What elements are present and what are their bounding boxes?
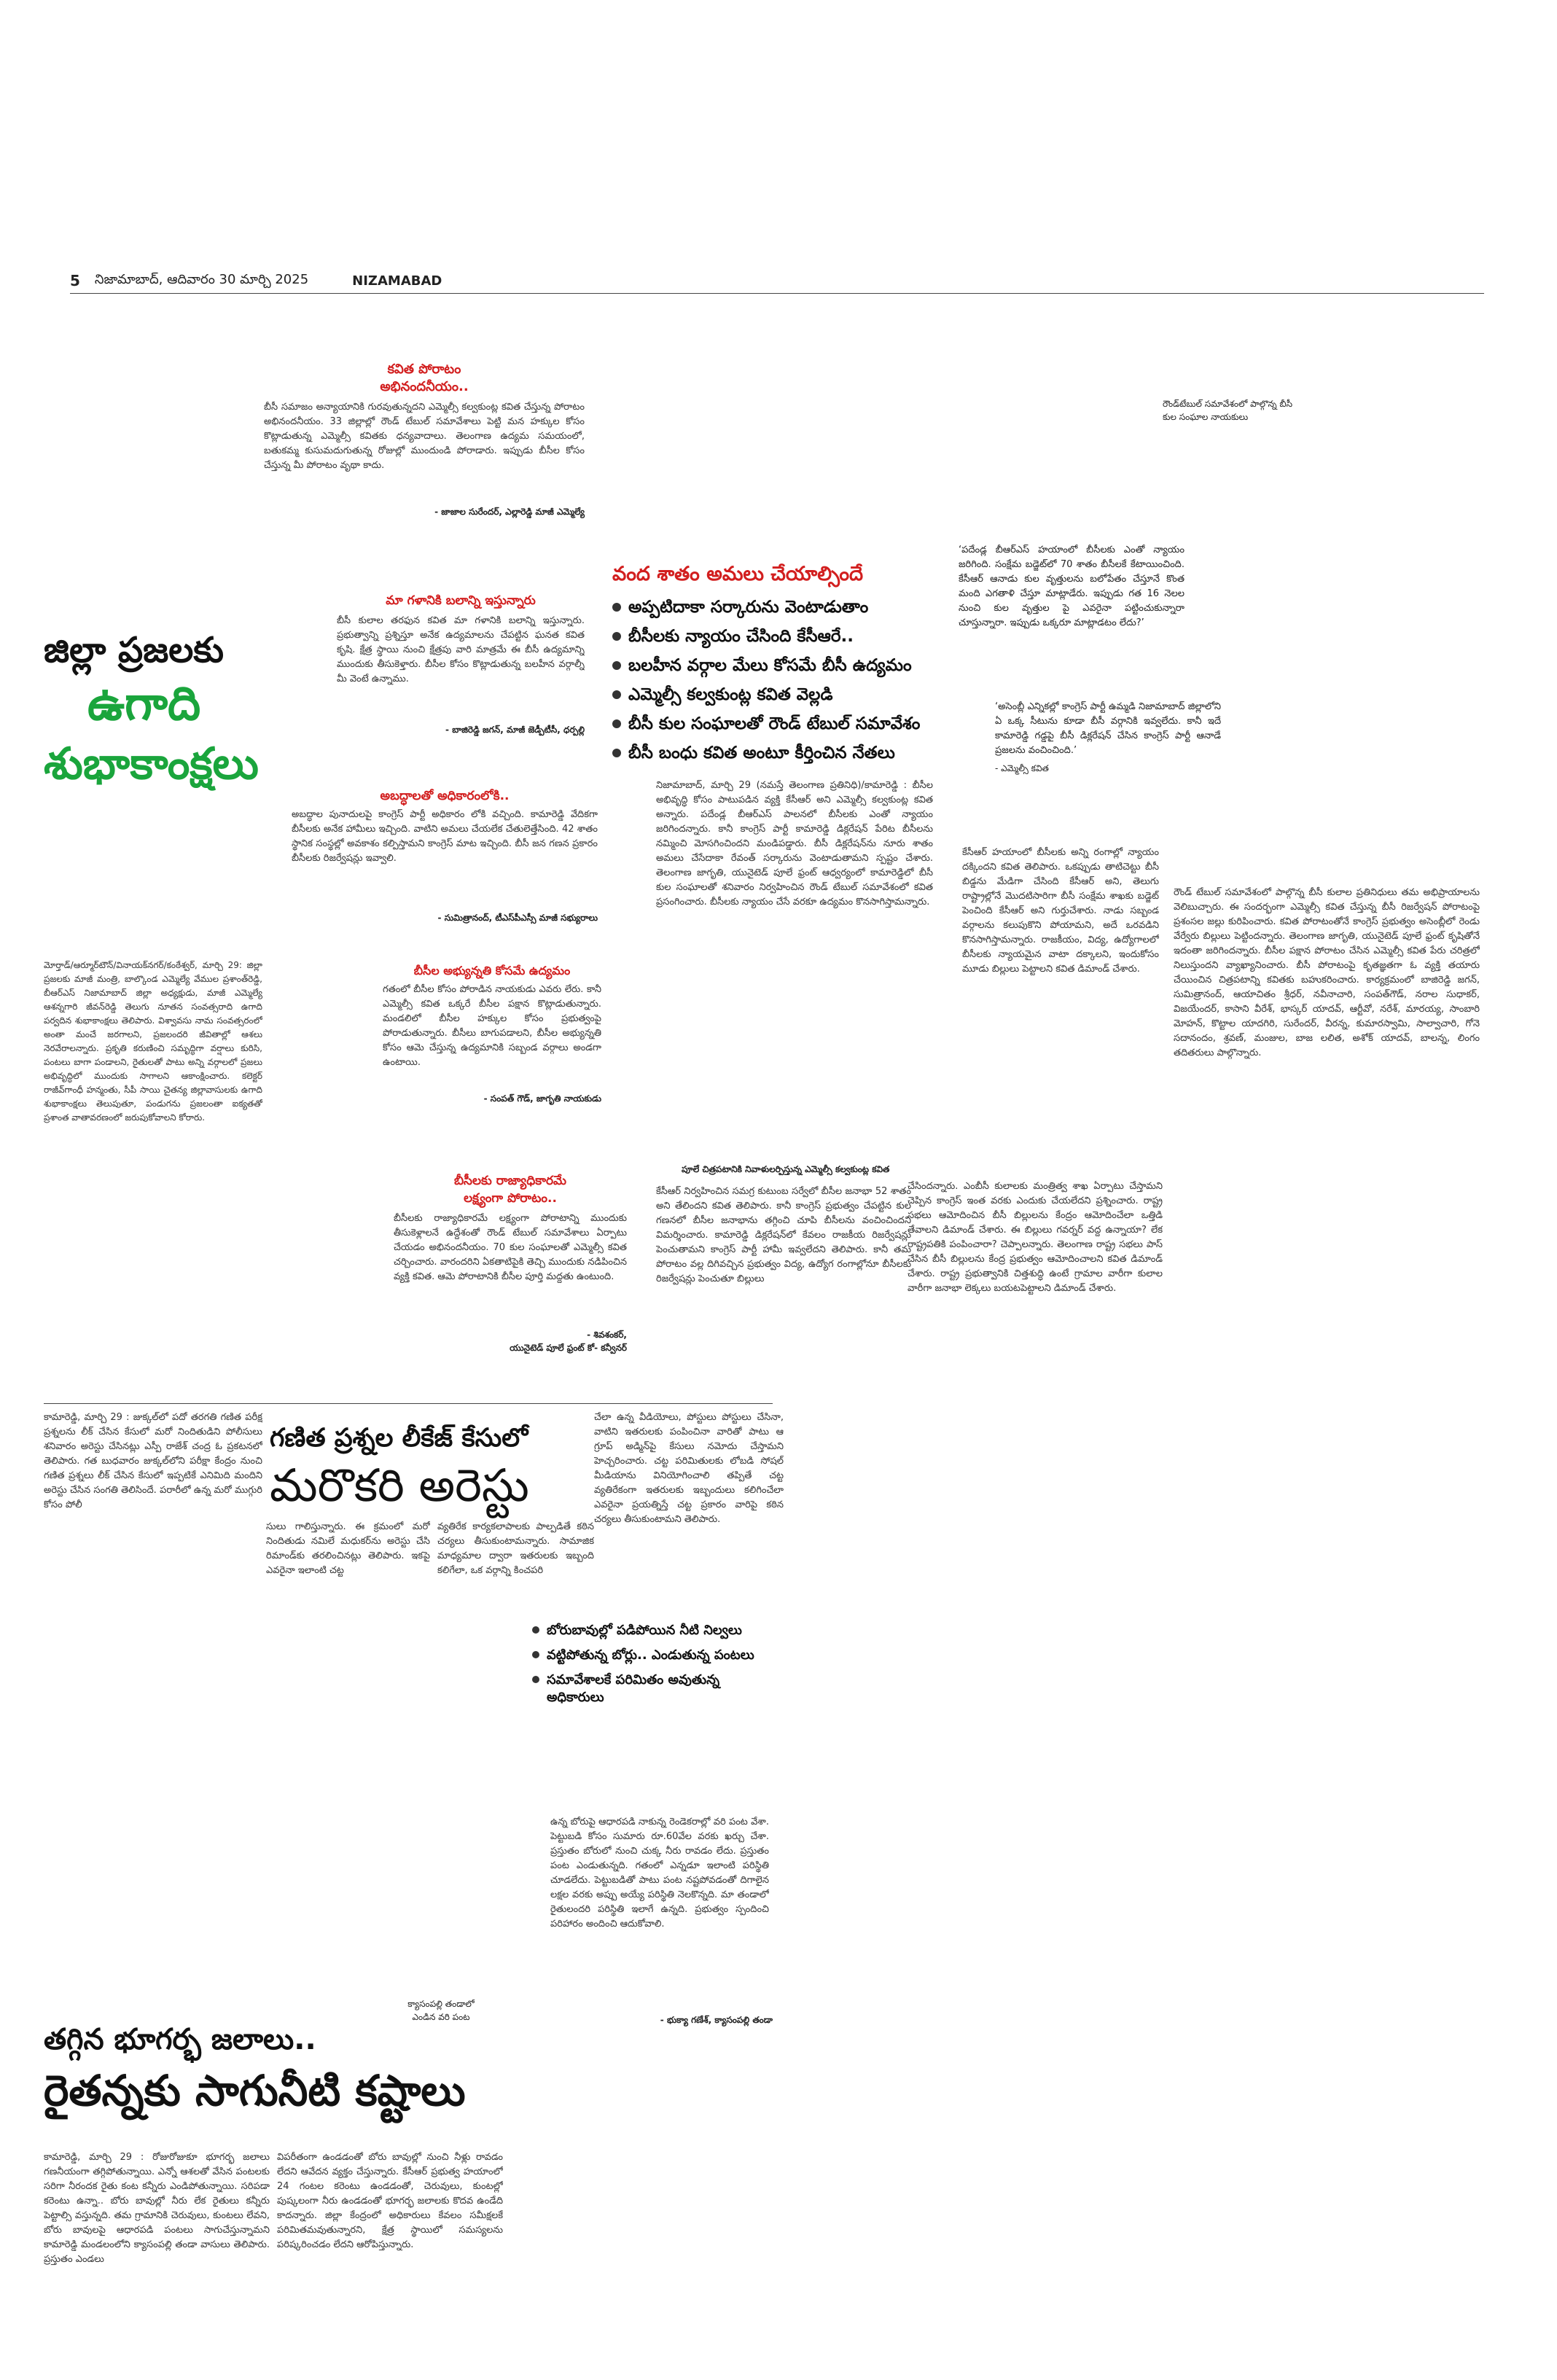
bullet-icon: [532, 1626, 539, 1634]
field-photo-caption: క్యాసంపల్లి తండాలో ఎండిన వరి పంట: [368, 1997, 514, 2024]
greeting-line3: శుభాకాంక్షలు: [44, 738, 259, 789]
block5-byline2: యునైటెడ్ పూలే ఫ్రంట్ కో- కన్వీనర్: [510, 1343, 627, 1353]
ground-col2: విపరీతంగా ఉండడంతో బోరు బావుల్లో నుంచి నీ…: [277, 2152, 503, 2250]
ground-bullet: వట్టిపోతున్న బోర్లు.. ఎండుతున్న పంటలు: [532, 1647, 765, 1664]
main-col1: నిజామాబాద్, మార్చి 29 (నమస్తే తెలంగాణ ప్…: [656, 780, 933, 908]
left-story: మోర్తాడ్/ఆర్మూర్‌టౌన్/వినాయక్‌నగర్/కంఠేశ…: [44, 960, 262, 1123]
bullet-icon: [612, 661, 621, 670]
block1-body: బీసీ సమాజం అన్యాయానికి గురవుతున్నదని ఎమ్…: [264, 402, 585, 471]
main-title: వంద శాతం అమలు చేయాల్సిందే: [612, 563, 864, 585]
kavitha-quote-block-4: బీసీల అభ్యున్నతి కోసమే ఉద్యమం గతంలో బీసీ…: [383, 962, 601, 1105]
kavitha-quote-block-5: బీసీలకు రాజ్యాధికారమే లక్ష్యంగా పోరాటం..…: [394, 1172, 627, 1354]
bullet-icon: [532, 1676, 539, 1683]
kavitha-quote-2: ‘అసెంబ్లీ ఎన్నికల్లో కాంగ్రెస్ పార్టీ ఉమ…: [995, 701, 1221, 756]
block4-body: గతంలో బీసీల కోసం పోరాడిన నాయకుడు ఎవరు లే…: [383, 984, 601, 1068]
main-col2: కేసీఆర్ హయాంలో బీసీలకు అన్ని రంగాల్లో న్…: [962, 847, 1159, 975]
block2-heading: మా గళానికి బలాన్ని ఇస్తున్నారు: [386, 593, 536, 608]
farmer-byline: - భుక్యా గణేశ్, క్యాసంపల్లి తండా: [660, 2015, 773, 2025]
phule-photo-caption: పూలే చిత్రపటానికి నివాళులర్పిస్తున్న ఎమ్…: [682, 1164, 890, 1174]
edition: NIZAMABAD: [352, 273, 442, 289]
block5-heading1: బీసీలకు రాజ్యాధికారమే: [453, 1174, 567, 1188]
main-bullet: ఎమ్మెల్సీ కల్వకుంట్ల కవిత వెల్లడి: [612, 684, 1050, 706]
block5-heading2: లక్ష్యంగా పోరాటం..: [464, 1191, 557, 1206]
block5-body: బీసీలకు రాజ్యాధికారమే లక్ష్యంగా పోరాటాన్…: [394, 1213, 627, 1282]
roundtable-photo-caption: రౌండ్‌టేబుల్ సమావేశంలో పాల్గొన్న బీసీ కు…: [1163, 399, 1293, 422]
main-bullet: బీసీ కుల సంఘాలతో రౌండ్ టేబుల్ సమావేశం: [612, 713, 1050, 735]
block1-byline: - జాజాల సురేందర్, ఎల్లారెడ్డి మాజీ ఎమ్మె…: [434, 507, 585, 517]
bullet-icon: [612, 749, 621, 757]
block4-heading: బీసీల అభ్యున్నతి కోసమే ఉద్యమం: [413, 964, 571, 978]
exam-headline2: మరొకరి అరెస్టు: [270, 1459, 529, 1512]
ground-bullet: సమావేశాలకే పరిమితం అవుతున్న అధికారులు: [532, 1671, 765, 1706]
masthead: 5 నిజామాబాద్, ఆదివారం 30 మార్చి 2025 NIZ…: [70, 270, 580, 292]
block3-body: అబద్ధాల పునాదులపై కాంగ్రెస్ పార్టీ అధికా…: [292, 809, 598, 864]
bullet-icon: [612, 632, 621, 641]
block1-heading2: అభినందనీయం..: [380, 379, 469, 394]
dateline: నిజామాబాద్, ఆదివారం 30 మార్చి 2025: [94, 271, 309, 287]
main-story: వంద శాతం అమలు చేయాల్సిందే అప్పటిదాకా సర్…: [612, 561, 1050, 771]
bullet-icon: [612, 719, 621, 728]
roundtable-story: రౌండ్ టేబుల్ సమావేశంలో పాల్గొన్న బీసీ కు…: [1174, 887, 1480, 1058]
block1-heading1: కవిత పోరాటం: [387, 362, 461, 377]
block3-heading: అబద్ధాలతో అధికారంలోకి..: [380, 789, 510, 803]
exam-col3: వ్యతిరేక కార్యకలాపాలకు పాల్పడితే కఠిన చర…: [437, 1521, 594, 1576]
kavitha-quote-1: ‘పదేండ్ల బీఆర్ఎస్ హయాంలో బీసీలకు ఎంతో న్…: [959, 545, 1185, 628]
block2-body: బీసీ కులాల తరఫున కవిత మా గళానికి బలాన్ని…: [337, 615, 585, 684]
bullet-icon: [612, 690, 621, 699]
section-rule: [44, 1403, 773, 1404]
greeting: జిల్లా ప్రజలకు ఉగాది శుభాకాంక్షలు: [44, 627, 284, 793]
greeting-line1: జిల్లా ప్రజలకు: [44, 630, 224, 671]
main-bullet: బలహీన వర్గాల మేలు కోసమే బీసీ ఉద్యమం: [612, 655, 1050, 676]
field-caption2: ఎండిన వరి పంట: [412, 2012, 470, 2022]
kavitha-attribution: - ఎమ్మెల్సీ కవిత: [995, 763, 1049, 773]
ground-bullet: బోరుబావుల్లో పడిపోయిన నీటి నిల్వలు: [532, 1622, 765, 1639]
main-col3: కేసీఆర్ నిర్వహించిన సమగ్ర కుటుంబ సర్వేలో…: [656, 1186, 911, 1284]
block4-byline: - సంపత్ గౌడ్, జాగృతి నాయకుడు: [483, 1093, 601, 1104]
bullet-icon: [532, 1651, 539, 1658]
masthead-rule: [70, 293, 1484, 294]
ground-bullets: బోరుబావుల్లో పడిపోయిన నీటి నిల్వలు వట్టి…: [532, 1622, 765, 1714]
main-bullet: అప్పటిదాకా సర్కారును వెంటాడుతాం: [612, 596, 1050, 618]
page-number: 5: [70, 272, 80, 289]
field-caption1: క్యాసంపల్లి తండాలో: [407, 1999, 475, 2009]
block3-byline: - సుమిత్రానంద్, టీఎస్‌పీఎస్సీ మాజీ సభ్యు…: [437, 913, 598, 923]
exam-story-headline: గణిత ప్రశ్నల లీకేజ్ కేసులో మరొకరి అరెస్ట…: [270, 1421, 605, 1516]
ground-headline1: తగ్గిన భూగర్భ జలాలు..: [44, 2023, 316, 2056]
exam-col4: చేలా ఉన్న వీడియోలు, పోస్టులు పోస్టులు చే…: [594, 1412, 784, 1525]
exam-headline1: గణిత ప్రశ్నల లీకేజ్ కేసులో: [270, 1424, 528, 1453]
main-bullet: బీసీలకు న్యాయం చేసింది కేసీఆరే..: [612, 625, 1050, 647]
kavitha-quote-block-1: కవిత పోరాటం అభినందనీయం.. బీసీ సమాజం అన్య…: [264, 361, 585, 518]
kavitha-quote-block-2: మా గళానికి బలాన్ని ఇస్తున్నారు బీసీ కులా…: [337, 592, 585, 736]
exam-col1: కామారెడ్డి, మార్చి 29 : జుక్కల్‌లో పదో త…: [44, 1412, 262, 1510]
kavitha-quote-block-3: అబద్ధాలతో అధికారంలోకి.. అబద్ధాల పునాదులప…: [292, 787, 598, 924]
ground-headline2: రైతన్నకు సాగునీటి కష్టాలు: [44, 2066, 466, 2115]
main-col4: చేసిందన్నారు. ఎంబీసీ కులాలకు మంత్రిత్వ శ…: [908, 1181, 1163, 1294]
block5-byline1: - శివశంకర్,: [587, 1330, 627, 1340]
bullet-icon: [612, 603, 621, 612]
greeting-line2: ఉగాది: [87, 677, 201, 731]
block2-byline: - బాజిరెడ్డి జగన్, మాజీ జెడ్పీటీసీ, ధర్ప…: [445, 725, 585, 735]
ground-col1: కామారెడ్డి, మార్చి 29 : రోజురోజుకూ భూగర్…: [44, 2152, 270, 2265]
ground-headline: తగ్గిన భూగర్భ జలాలు.. రైతన్నకు సాగునీటి …: [44, 2019, 583, 2121]
exam-col2: సులు గాలిస్తున్నారు. ఈ క్రమంలో మరో నింది…: [266, 1521, 430, 1576]
main-bullet: బీసీ బంధు కవిత అంటూ కీర్తించిన నేతలు: [612, 742, 1050, 764]
farmer-quote: ఉన్న బోరుపై ఆధారపడి నాకున్న రెండెకరాల్లో…: [550, 1817, 769, 1930]
